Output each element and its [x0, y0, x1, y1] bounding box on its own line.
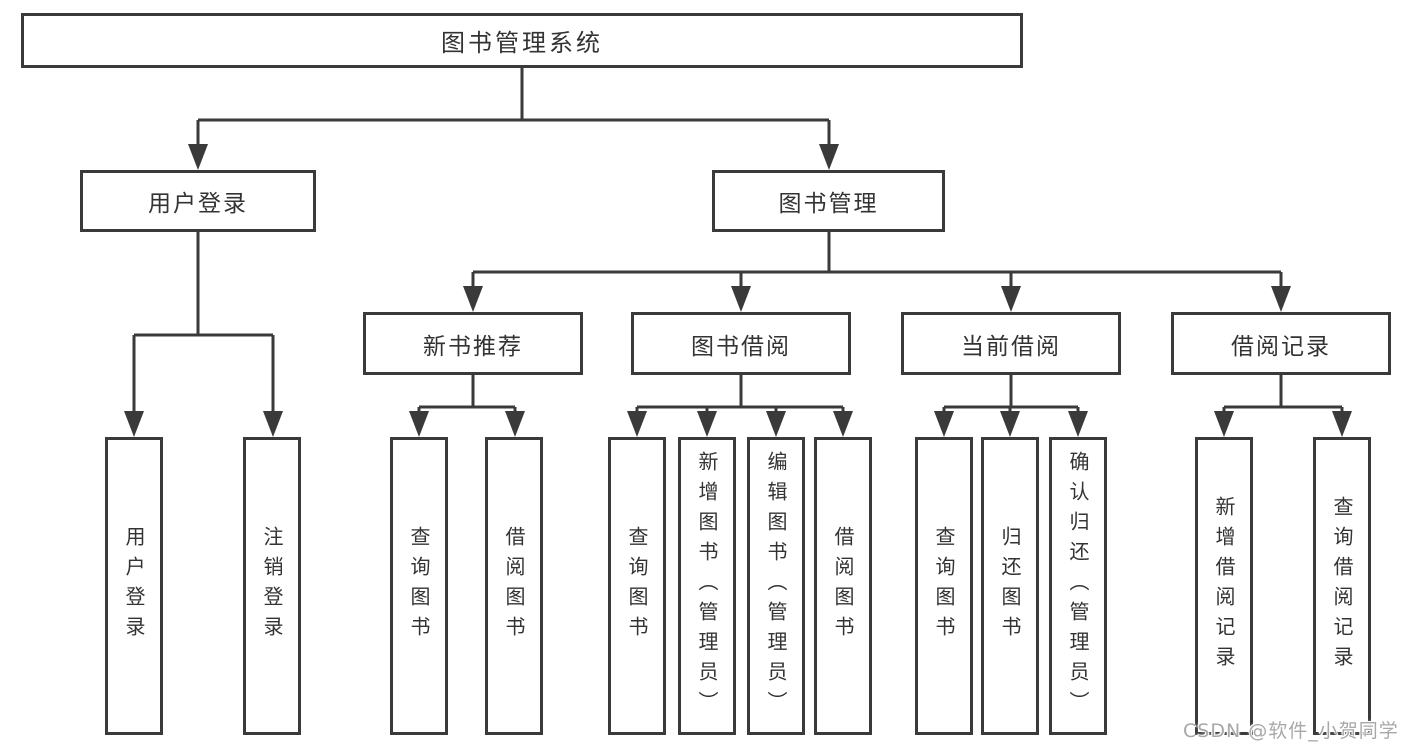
arrowhead	[1068, 411, 1088, 437]
arrowhead	[766, 411, 786, 437]
arrowhead	[263, 411, 283, 437]
arrowhead	[833, 411, 853, 437]
leaf-query-books-current: 查询图书	[915, 437, 973, 735]
leaf-borrow-books: 借阅图书	[814, 437, 872, 735]
leaf-user-login: 用户登录	[105, 437, 163, 735]
node-new-book-recommend: 新书推荐	[363, 312, 583, 375]
node-user-login: 用户登录	[80, 170, 316, 232]
leaf-borrow-books-recommend: 借阅图书	[485, 437, 543, 735]
leaf-confirm-return-admin: 确认归还（管理员）	[1049, 437, 1107, 735]
arrowhead	[627, 411, 647, 437]
arrowhead	[697, 411, 717, 437]
arrowhead	[1271, 286, 1291, 312]
leaf-logout: 注销登录	[243, 437, 301, 735]
arrowhead	[819, 144, 839, 170]
node-library-system: 图书管理系统	[21, 13, 1023, 68]
node-book-borrowing: 图书借阅	[631, 312, 851, 375]
arrowhead	[934, 411, 954, 437]
node-borrowing-records: 借阅记录	[1171, 312, 1391, 375]
arrowhead	[505, 411, 525, 437]
arrowhead	[731, 286, 751, 312]
arrowhead	[1214, 411, 1234, 437]
arrowhead	[188, 144, 208, 170]
leaf-edit-book-admin: 编辑图书（管理员）	[747, 437, 805, 735]
arrowhead	[124, 411, 144, 437]
leaf-query-borrow-record: 查询借阅记录	[1313, 437, 1371, 735]
leaf-add-borrow-record: 新增借阅记录	[1195, 437, 1253, 735]
arrowhead	[1332, 411, 1352, 437]
leaf-query-books-borrow: 查询图书	[608, 437, 666, 735]
arrowhead	[1001, 286, 1021, 312]
csdn-watermark: CSDN @软件_小贺同学	[1183, 720, 1399, 742]
leaf-return-book: 归还图书	[981, 437, 1039, 735]
arrowhead	[463, 286, 483, 312]
arrowhead	[409, 411, 429, 437]
node-current-borrowing: 当前借阅	[901, 312, 1121, 375]
leaf-add-book-admin: 新增图书（管理员）	[678, 437, 736, 735]
leaf-query-books-recommend: 查询图书	[390, 437, 448, 735]
arrowhead	[1000, 411, 1020, 437]
node-book-management: 图书管理	[712, 170, 945, 232]
